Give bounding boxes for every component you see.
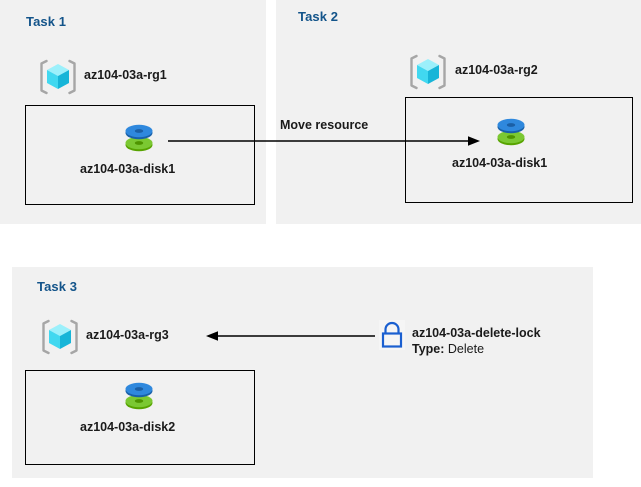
resource-label-disk2-task3: az104-03a-disk2 — [80, 420, 176, 434]
panel-title-task-3: Task 3 — [37, 279, 78, 294]
panel-title-task-1: Task 1 — [26, 14, 67, 29]
delete-lock-type-value: Delete — [447, 342, 485, 356]
resource-label-disk1-task2: az104-03a-disk1 — [452, 156, 548, 170]
resource-container-task-2 — [405, 97, 633, 203]
managed-disk-icon — [497, 118, 525, 146]
resource-group-label-rg2: az104-03a-rg2 — [455, 63, 538, 77]
resource-container-task-1 — [25, 105, 255, 205]
resource-group-icon — [42, 319, 78, 355]
move-resource-label: Move resource — [280, 118, 369, 132]
delete-lock-label: az104-03a-delete-lock — [412, 326, 541, 340]
panel-title-task-2: Task 2 — [298, 9, 339, 24]
lock-icon — [379, 320, 405, 350]
delete-lock-arrow — [206, 331, 375, 341]
delete-lock-type-key: Type: — [412, 342, 445, 356]
resource-group-icon — [40, 59, 76, 95]
move-resource-arrow — [168, 136, 480, 146]
resource-label-disk1-task1: az104-03a-disk1 — [80, 162, 176, 176]
resource-group-label-rg1: az104-03a-rg1 — [84, 68, 167, 82]
delete-lock-type: Type: Delete — [412, 342, 484, 356]
resource-group-icon — [410, 54, 446, 90]
managed-disk-icon — [125, 382, 153, 410]
resource-group-label-rg3: az104-03a-rg3 — [86, 328, 169, 342]
managed-disk-icon — [125, 124, 153, 152]
